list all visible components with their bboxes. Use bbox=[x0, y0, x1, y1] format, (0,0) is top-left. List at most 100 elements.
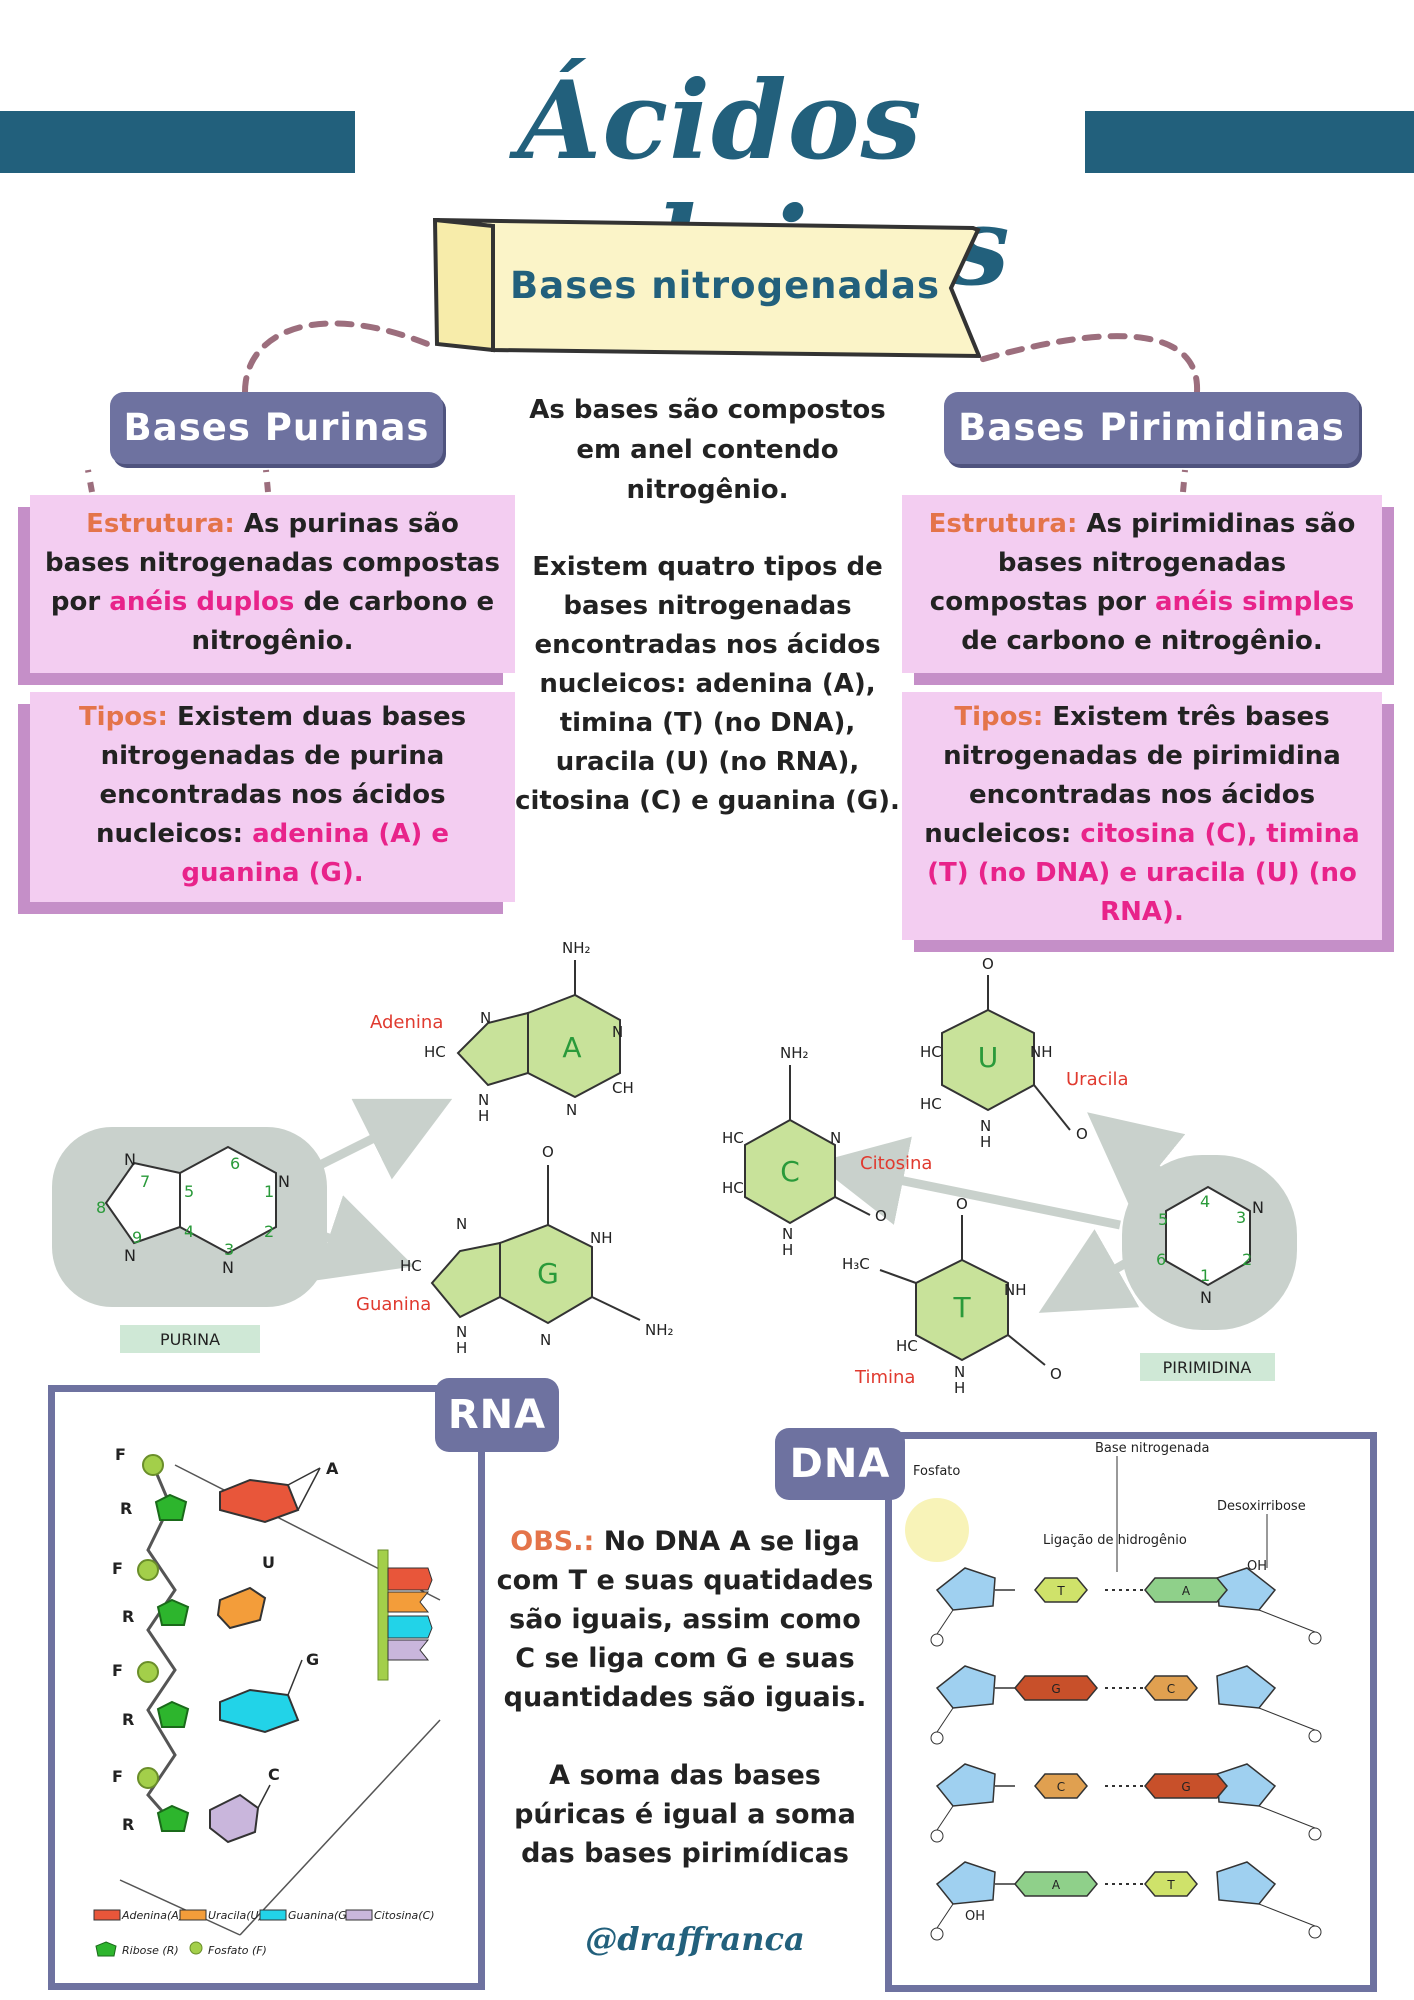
dna-bond-right bbox=[1258, 1707, 1316, 1731]
center-tipos: Existem quatro tipos de bases nitrogenad… bbox=[515, 552, 900, 816]
obs-text: No DNA A se liga com T e suas quatidades… bbox=[496, 1526, 874, 1713]
svg-text:H: H bbox=[478, 1107, 489, 1125]
svg-text:N: N bbox=[222, 1258, 234, 1277]
dna-bond-left bbox=[936, 1707, 954, 1733]
svg-text:1: 1 bbox=[264, 1182, 274, 1201]
svg-text:9: 9 bbox=[132, 1228, 142, 1247]
legend-guanina: Guanina(G) bbox=[288, 1909, 351, 1922]
purinas-estrutura-card: Estrutura: As purinas são bases nitrogen… bbox=[30, 495, 515, 673]
rna-r2: R bbox=[122, 1607, 134, 1626]
estrutura-label: Estrutura: bbox=[928, 509, 1078, 539]
estrutura-label: Estrutura: bbox=[86, 509, 235, 539]
svg-text:HC: HC bbox=[920, 1043, 942, 1061]
svg-text:7: 7 bbox=[140, 1172, 150, 1191]
svg-text:NH₂: NH₂ bbox=[780, 1044, 809, 1062]
rna-f2: F bbox=[112, 1559, 123, 1578]
svg-text:8: 8 bbox=[96, 1198, 106, 1217]
svg-text:2: 2 bbox=[264, 1222, 274, 1241]
dna-fosfato-label: Fosfato bbox=[913, 1464, 960, 1479]
dna-base-label: Base nitrogenada bbox=[1095, 1441, 1209, 1456]
dna-phosphate-right bbox=[1308, 1729, 1322, 1743]
uracila-letter: U bbox=[978, 1041, 999, 1074]
svg-text:5: 5 bbox=[1158, 1210, 1168, 1229]
estrutura-text-end: de carbono e nitrogênio. bbox=[961, 626, 1323, 656]
svg-text:CH: CH bbox=[612, 1079, 634, 1097]
svg-text:1: 1 bbox=[1200, 1266, 1210, 1285]
dna-base-letter: A bbox=[1182, 1584, 1191, 1598]
dna-phosphate-left bbox=[930, 1927, 944, 1941]
dna-sugar-right bbox=[1216, 1861, 1277, 1905]
svg-text:HC: HC bbox=[722, 1179, 744, 1197]
tipos-text: Existem duas bases nitrogenadas de purin… bbox=[95, 702, 467, 849]
svg-text:N: N bbox=[566, 1101, 577, 1119]
svg-text:HC: HC bbox=[896, 1337, 918, 1355]
svg-text:N: N bbox=[980, 1117, 991, 1135]
legend-uracila: Uracila(U) bbox=[208, 1909, 263, 1922]
pirimidinas-estrutura-card: Estrutura: As pirimidinas são bases nitr… bbox=[902, 495, 1382, 673]
dna-base-letter: T bbox=[1166, 1878, 1175, 1892]
svg-text:N: N bbox=[1200, 1288, 1212, 1307]
estrutura-highlight: anéis duplos bbox=[109, 587, 295, 617]
svg-text:O: O bbox=[875, 1207, 887, 1225]
dna-bond-right bbox=[1258, 1805, 1316, 1829]
dna-base-letter: A bbox=[1052, 1878, 1061, 1892]
dna-sugar-left bbox=[935, 1567, 996, 1611]
svg-text:O: O bbox=[1076, 1125, 1088, 1143]
dna-bond-right bbox=[1258, 1609, 1316, 1633]
rna-g: G bbox=[306, 1650, 319, 1669]
tipos-label: Tipos: bbox=[78, 702, 168, 732]
dna-base-letter: G bbox=[1051, 1682, 1060, 1696]
dna-sugar-left bbox=[935, 1861, 996, 1905]
title-band-left bbox=[0, 111, 355, 173]
svg-text:H: H bbox=[782, 1241, 793, 1259]
dna-phosphate-right bbox=[1308, 1827, 1322, 1841]
dna-base-T bbox=[1034, 1577, 1088, 1603]
banner-title: Bases nitrogenadas bbox=[510, 264, 940, 307]
svg-text:HC: HC bbox=[920, 1095, 942, 1113]
purina-label: PURINA bbox=[160, 1330, 220, 1349]
svg-text:O: O bbox=[956, 1195, 968, 1213]
dna-sugar-left bbox=[935, 1763, 996, 1807]
svg-text:O: O bbox=[542, 1143, 554, 1161]
svg-text:N: N bbox=[480, 1009, 491, 1027]
uracila-label: Uracila bbox=[1066, 1069, 1129, 1090]
pirimidinas-heading: Bases Pirimidinas bbox=[944, 392, 1359, 464]
legend-ribose: Ribose (R) bbox=[122, 1944, 179, 1957]
svg-text:2: 2 bbox=[1242, 1250, 1252, 1269]
svg-text:N: N bbox=[540, 1331, 551, 1349]
svg-text:H₃C: H₃C bbox=[842, 1255, 870, 1273]
adenina-letter: A bbox=[562, 1031, 581, 1064]
legend-citosina: Citosina(C) bbox=[374, 1909, 435, 1922]
svg-text:O: O bbox=[1050, 1365, 1062, 1383]
tipos-text: Existem três bases nitrogenadas de pirim… bbox=[924, 702, 1341, 849]
estrutura-text: As purinas são bases nitrogenadas compos… bbox=[44, 509, 501, 617]
dna-base-C bbox=[1144, 1675, 1198, 1701]
dna-ligacao-label: Ligação de hidrogênio bbox=[1043, 1533, 1187, 1548]
obs-label: OBS.: bbox=[510, 1526, 595, 1557]
svg-text:H: H bbox=[954, 1379, 965, 1395]
obs-text-2: A soma das bases púricas é igual a soma … bbox=[514, 1760, 856, 1869]
svg-text:H: H bbox=[980, 1133, 991, 1151]
svg-text:N: N bbox=[478, 1091, 489, 1109]
dna-base-letter: C bbox=[1057, 1780, 1065, 1794]
svg-text:N: N bbox=[830, 1129, 841, 1147]
rna-r4: R bbox=[122, 1815, 134, 1834]
svg-text:N: N bbox=[456, 1323, 467, 1341]
svg-text:NH₂: NH₂ bbox=[645, 1321, 674, 1339]
pirimidina-label-box bbox=[1140, 1353, 1275, 1381]
svg-text:3: 3 bbox=[1236, 1208, 1246, 1227]
svg-text:HC: HC bbox=[722, 1129, 744, 1147]
svg-text:5: 5 bbox=[184, 1182, 194, 1201]
svg-text:O: O bbox=[982, 955, 994, 973]
svg-text:N: N bbox=[1252, 1198, 1264, 1217]
dna-bond-left bbox=[936, 1903, 954, 1929]
dna-base-letter: T bbox=[1056, 1584, 1065, 1598]
svg-text:N: N bbox=[456, 1215, 467, 1233]
legend-fosfato: Fosfato (F) bbox=[208, 1944, 267, 1957]
dna-phosphate-left bbox=[930, 1731, 944, 1745]
svg-text:6: 6 bbox=[1156, 1250, 1166, 1269]
dna-sugar-right bbox=[1216, 1665, 1277, 1709]
dna-base-A bbox=[1014, 1871, 1098, 1897]
rna-r1: R bbox=[120, 1499, 132, 1518]
